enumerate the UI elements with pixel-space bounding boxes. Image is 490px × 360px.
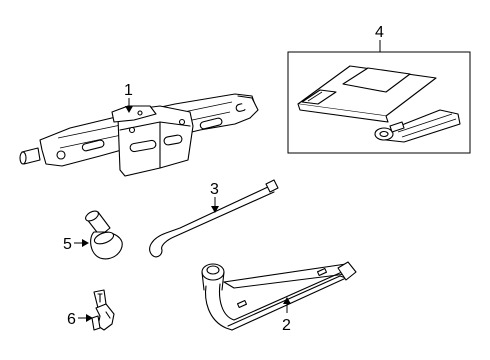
callout-2: 2: [282, 297, 291, 334]
callout-label-1: 1: [124, 82, 133, 99]
callout-3: 3: [210, 181, 219, 213]
tool-pouch-icon: [374, 109, 461, 143]
tow-eye-plug-icon: [85, 210, 123, 260]
callout-label-6: 6: [67, 311, 76, 328]
jack-icon: [19, 93, 259, 177]
callout-5: 5: [63, 236, 89, 253]
callout-label-5: 5: [63, 236, 72, 253]
tool-kit-manual-icon: [297, 65, 437, 123]
jack-handle-icon: [149, 179, 279, 258]
callout-4: 4: [375, 24, 384, 52]
callout-label-4: 4: [375, 24, 384, 41]
callout-1: 1: [124, 82, 133, 113]
wheel-wrench-icon: [201, 261, 357, 331]
callout-label-3: 3: [210, 181, 219, 198]
clip-icon: [91, 289, 115, 331]
callout-6: 6: [67, 311, 93, 328]
callout-label-2: 2: [282, 317, 291, 334]
